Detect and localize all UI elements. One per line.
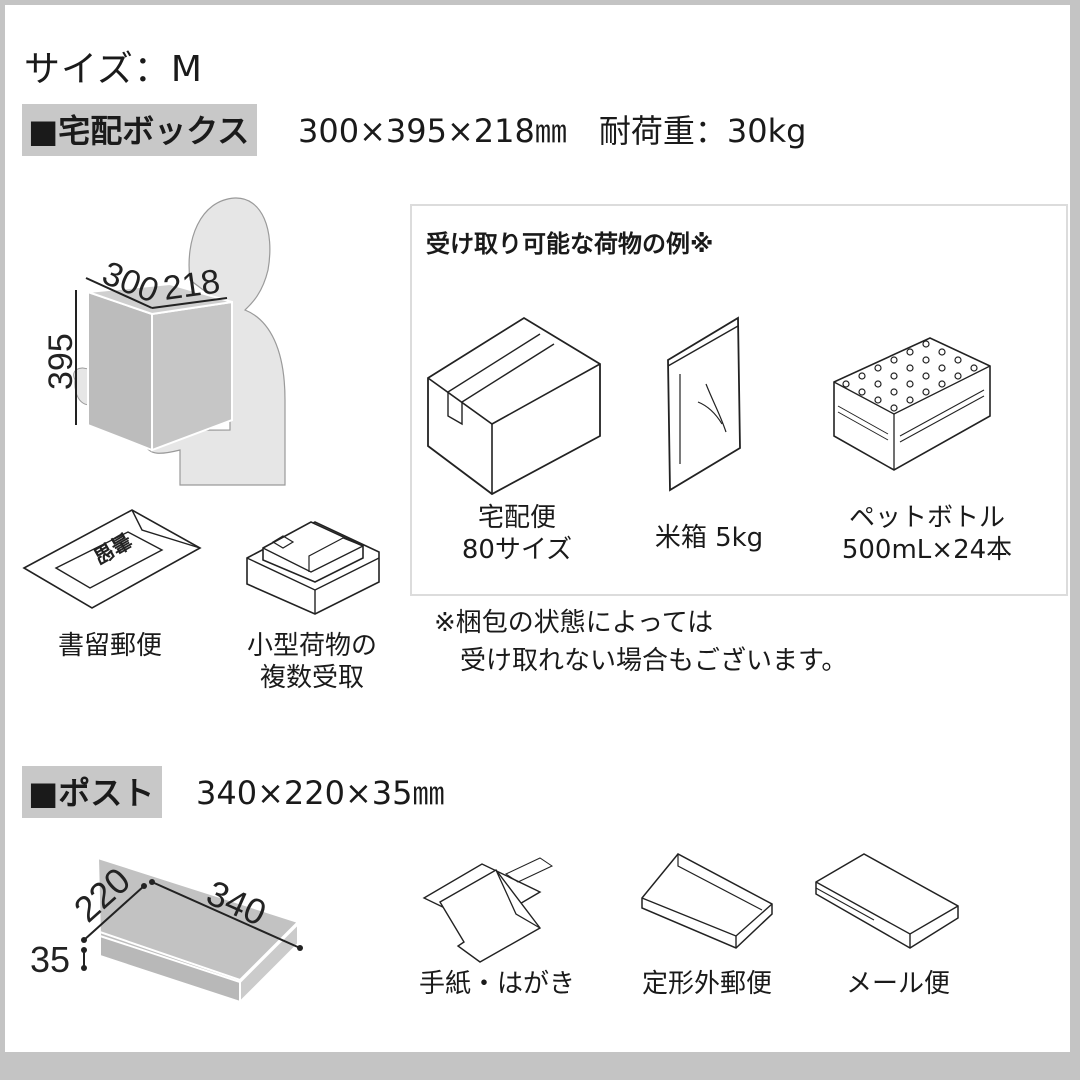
delivery-box-spec: 300×395×218㎜ 耐荷重：30kg — [298, 112, 807, 150]
registered-mail-caption: 書留郵便 — [57, 631, 162, 661]
stacked-parcels-icon — [246, 521, 380, 615]
post-spec: 340×220×35㎜ — [196, 774, 445, 812]
non-standard-mail-caption: 定形外郵便 — [641, 969, 772, 999]
mail-service-icon — [815, 853, 959, 949]
rice-bag-icon — [667, 316, 741, 492]
cardboard-box-icon — [427, 316, 601, 496]
delivery-box-label: ■宅配ボックス — [22, 104, 258, 156]
registered-mail-icon: 書留 — [22, 509, 202, 609]
examples-title: 受け取り可能な荷物の例※ — [426, 230, 714, 258]
dim-depth: 218 — [161, 262, 222, 308]
pet-bottles-caption: ペットボトル 500mL×24本 — [841, 503, 1013, 565]
dim-height: 395 — [42, 333, 80, 390]
post-box-illustration: 220 340 35 — [30, 856, 303, 1005]
person-holding-box-illustration: 300 218 395 — [42, 197, 286, 486]
post-label: ■ポスト — [22, 766, 163, 818]
cardboard-box-caption: 宅配便 80サイズ — [461, 503, 573, 565]
packaging-note: ※梱包の状態によっては 受け取れない場合もございます。 — [434, 608, 848, 676]
letter-postcard-icon — [422, 857, 554, 963]
mail-service-caption: メール便 — [845, 969, 950, 999]
post-dim-height: 35 — [30, 939, 70, 980]
non-standard-mail-icon — [641, 853, 773, 949]
letter-postcard-caption: 手紙・はがき — [418, 969, 575, 999]
rice-bag-caption: 米箱 5kg — [654, 523, 764, 553]
stacked-parcels-caption: 小型荷物の 複数受取 — [246, 631, 377, 693]
receivable-examples-panel: 受け取り可能な荷物の例※ 宅配便 80サイズ 米箱 5kg — [410, 204, 1068, 596]
pet-bottles-icon — [833, 337, 991, 471]
size-title: サイズ：M — [24, 49, 203, 90]
